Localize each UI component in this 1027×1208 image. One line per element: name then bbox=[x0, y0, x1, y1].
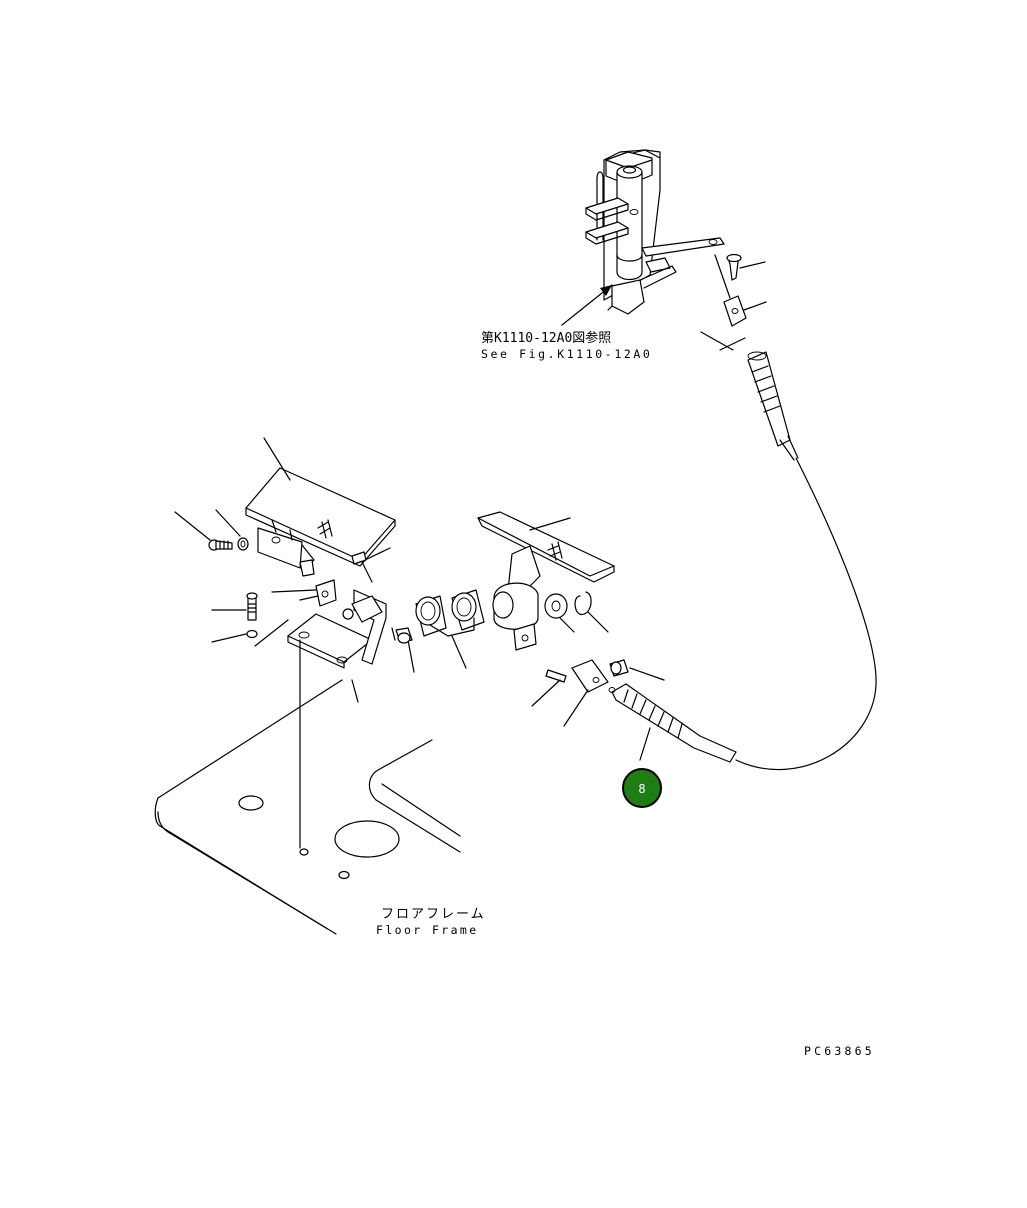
floor-frame bbox=[154, 639, 461, 935]
callout-number[interactable]: 8 bbox=[638, 782, 645, 796]
bushings bbox=[415, 589, 485, 669]
ref-note-jp: 第K1110-12A0図参照 bbox=[481, 330, 611, 346]
mounting-bracket bbox=[211, 579, 415, 703]
callout-8[interactable]: 8 bbox=[622, 768, 662, 808]
callout-circle[interactable] bbox=[622, 768, 662, 808]
lower-clevis-group bbox=[531, 659, 665, 761]
ref-note-en: See Fig.K1110-12A0 bbox=[481, 347, 652, 361]
control-cable bbox=[608, 351, 877, 771]
floor-frame-label-en: Floor Frame bbox=[376, 923, 479, 937]
floor-frame-label-jp: フロアフレーム bbox=[381, 907, 486, 922]
drawing-code: PC63865 bbox=[804, 1044, 875, 1058]
left-bolt-washer bbox=[174, 509, 391, 583]
control-valve-assembly bbox=[561, 149, 731, 326]
left-pedal bbox=[245, 437, 396, 577]
right-pedal bbox=[477, 511, 615, 651]
upper-clevis-group bbox=[700, 253, 767, 351]
